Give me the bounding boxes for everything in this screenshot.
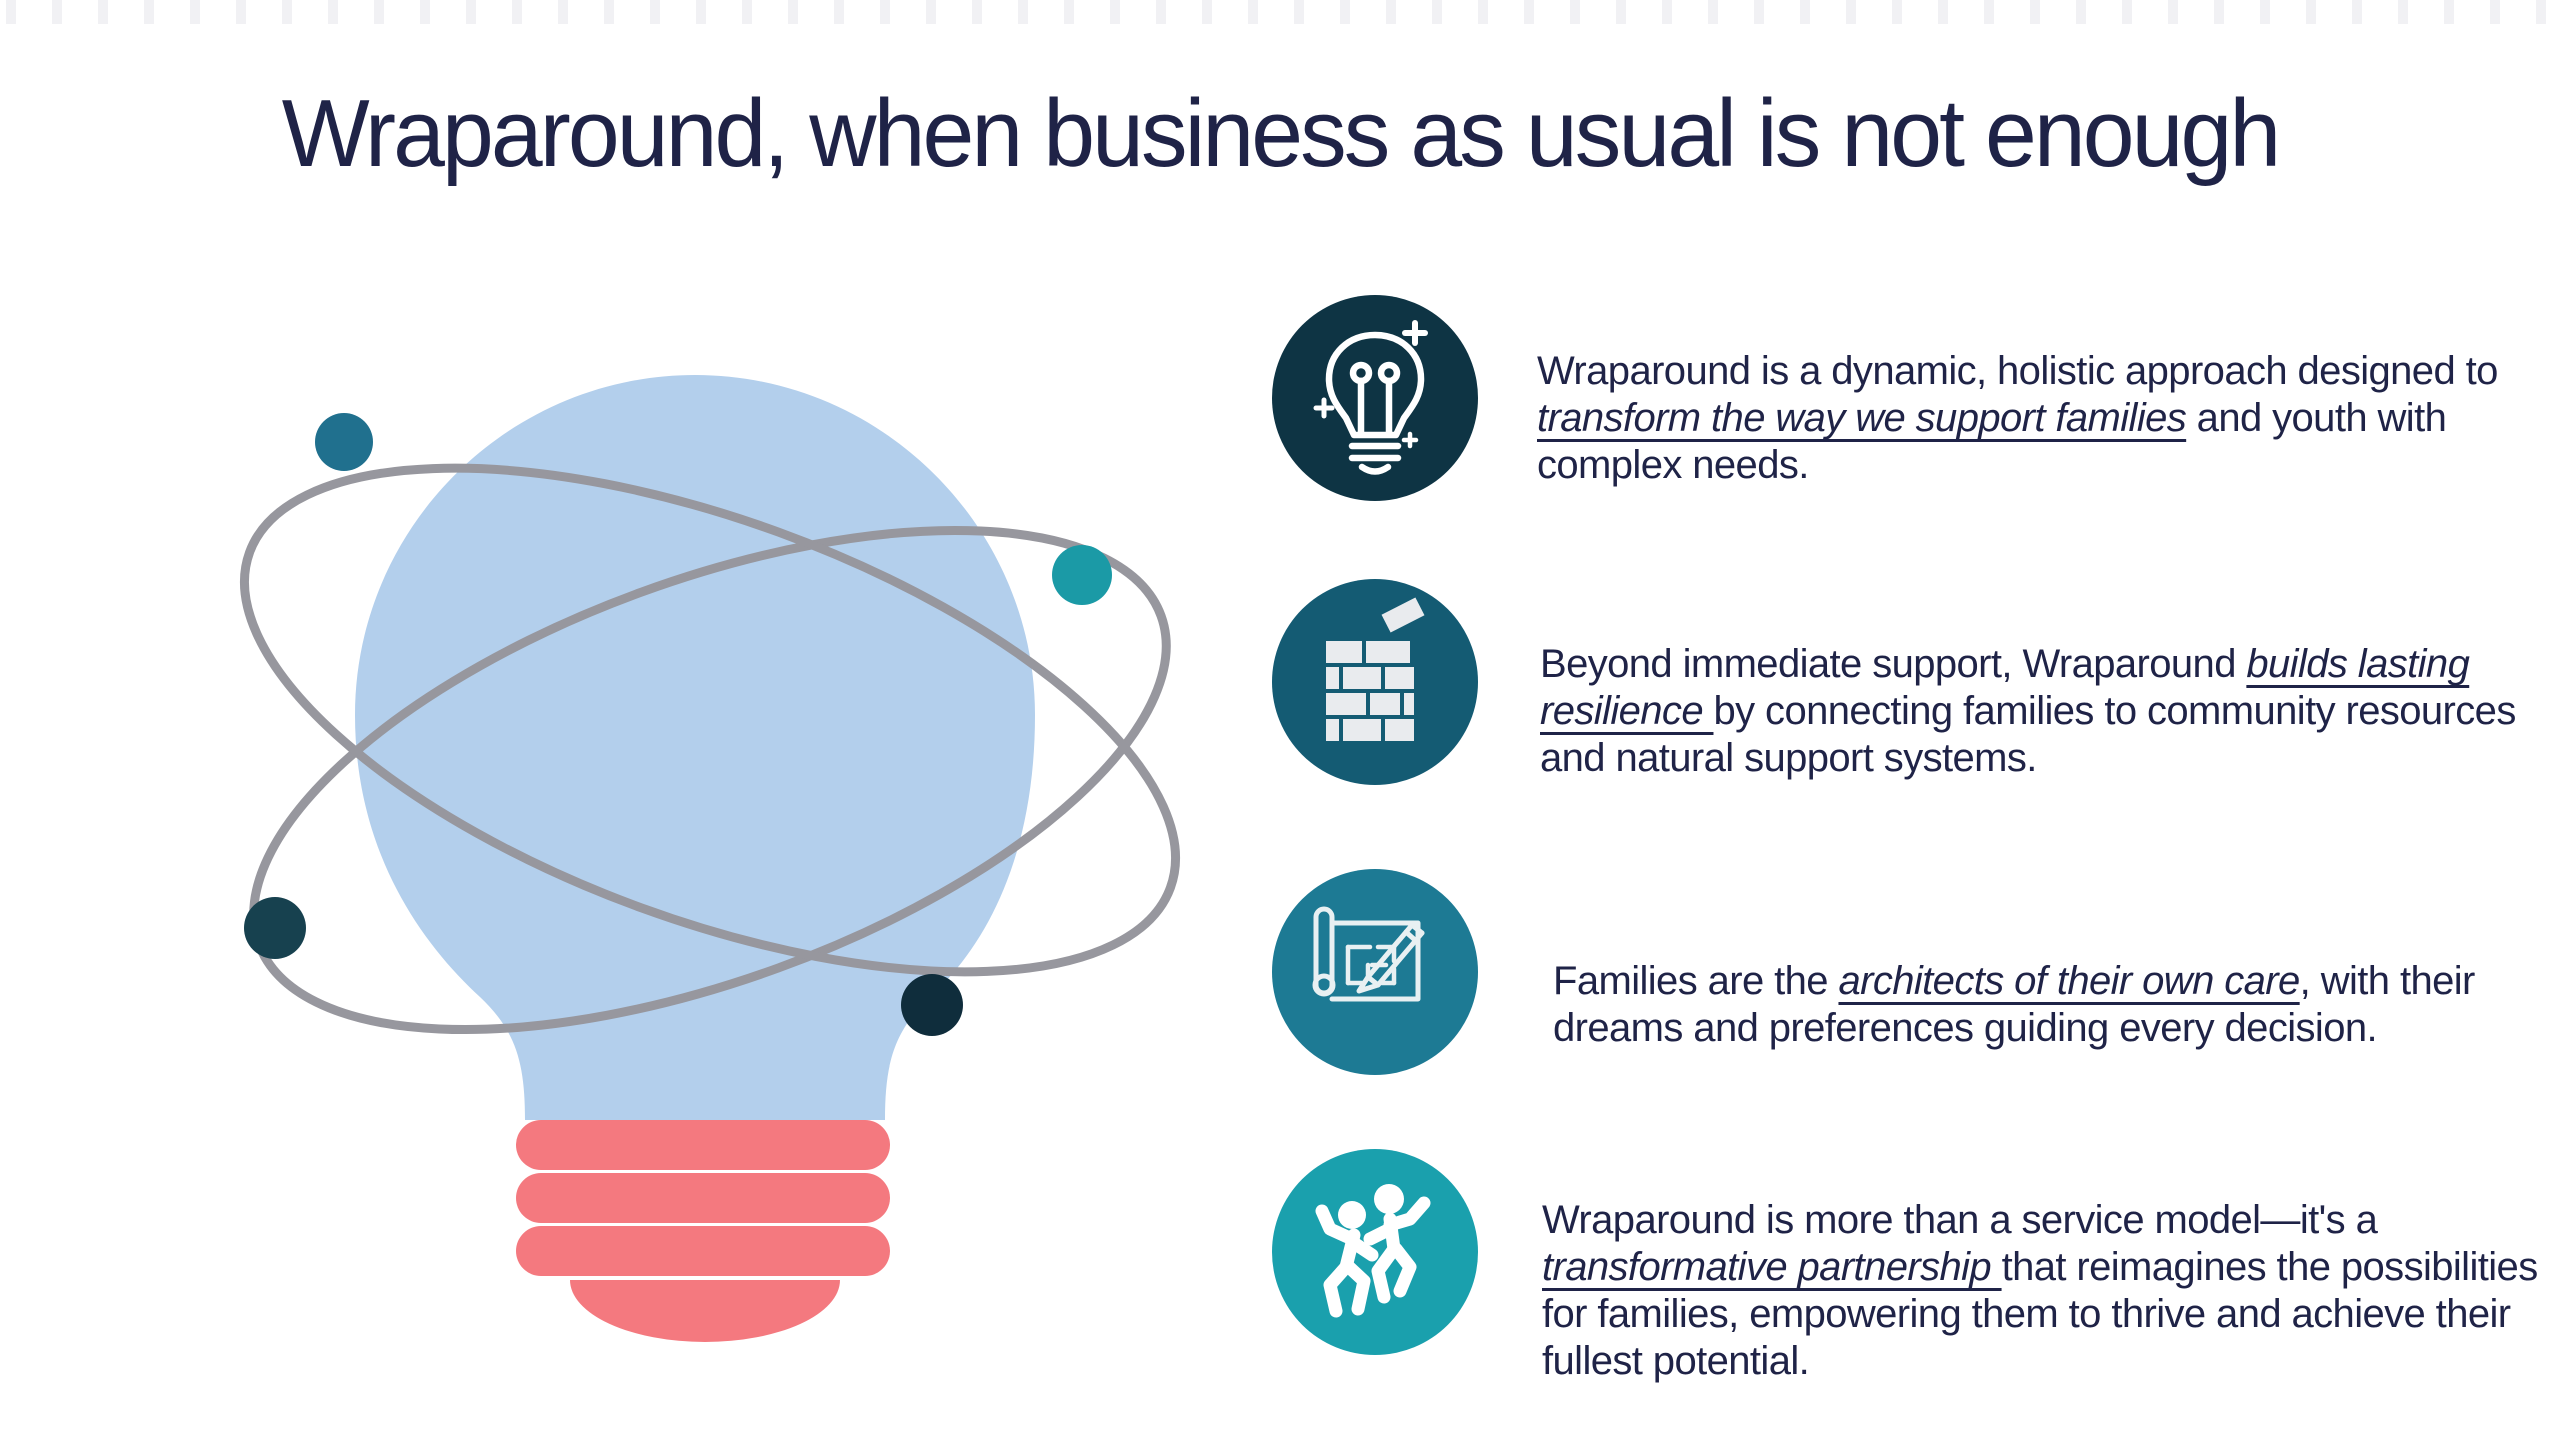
text-block-architects: Families are the architects of their own… bbox=[1553, 958, 2560, 1052]
lightbulb-orbit-illustration bbox=[239, 375, 1181, 1342]
text-before: Wraparound is a dynamic, holistic approa… bbox=[1537, 349, 2498, 393]
dot-bottom bbox=[901, 974, 963, 1036]
text-block-partnership: Wraparound is more than a service model—… bbox=[1542, 1197, 2557, 1385]
text-after: and youth with complex needs. bbox=[1537, 396, 2447, 487]
dancing-figures-icon bbox=[1272, 1149, 1478, 1355]
emphasis-resilience: builds lasting resilience bbox=[1540, 642, 2470, 733]
text-before: Wraparound is more than a service model—… bbox=[1542, 1198, 2378, 1242]
text-before: Beyond immediate support, Wraparound bbox=[1540, 642, 2247, 686]
orbit-dots bbox=[244, 413, 1112, 1036]
emphasis-transform: transform the way we support families bbox=[1537, 396, 2187, 440]
text-after: , with their dreams and preferences guid… bbox=[1553, 959, 2475, 1050]
text-before: Families are the bbox=[1553, 959, 1839, 1003]
brick-wall-icon bbox=[1272, 579, 1478, 785]
dot-top-left bbox=[315, 413, 373, 471]
blueprint-pencil-icon bbox=[1272, 869, 1478, 1075]
page-title: Wraparound, when business as usual is no… bbox=[281, 80, 2281, 187]
text-block-resilience: Beyond immediate support, Wraparound bui… bbox=[1540, 641, 2555, 782]
top-dash-pattern bbox=[6, 0, 2560, 24]
text-block-approach: Wraparound is a dynamic, holistic approa… bbox=[1537, 348, 2552, 489]
emphasis-architects: architects of their own care bbox=[1838, 959, 2300, 1003]
bulb-base bbox=[516, 1120, 890, 1342]
text-after: by connecting families to community reso… bbox=[1540, 689, 2516, 780]
dot-right bbox=[1052, 545, 1112, 605]
emphasis-partnership: transformative partnership bbox=[1542, 1245, 2002, 1289]
text-after: that reimagines the possibilities for fa… bbox=[1542, 1245, 2538, 1383]
dot-lower-left bbox=[244, 897, 306, 959]
lightbulb-sparkle-icon bbox=[1272, 295, 1478, 501]
